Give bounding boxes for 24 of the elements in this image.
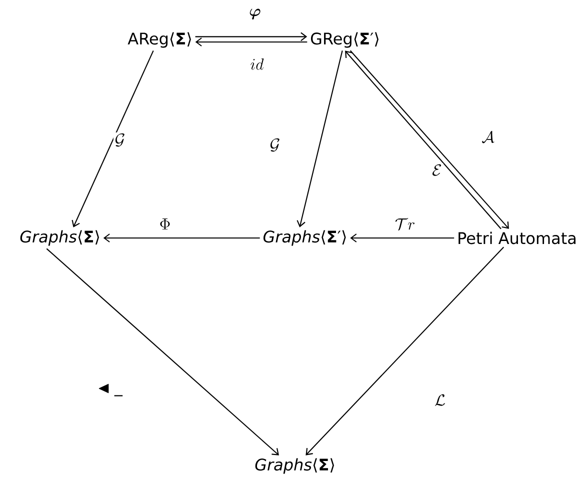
arrow bbox=[72, 50, 154, 228]
math-label: Graphs⟨Σ′⟩ bbox=[263, 230, 346, 246]
math-label: AReg⟨Σ⟩ bbox=[128, 32, 191, 48]
arrow bbox=[195, 32, 308, 42]
arrow bbox=[195, 38, 308, 46]
edge-label: $\mathcal{T}r$ bbox=[394, 217, 416, 231]
arrow bbox=[46, 248, 279, 456]
edge-label: $\mathcal{A}$ bbox=[480, 130, 496, 144]
math-label: Graphs⟨Σ⟩ bbox=[20, 230, 99, 246]
edge-label: $\mathcal{E}$ bbox=[430, 163, 444, 177]
edge-label: $\mathcal{L}$ bbox=[433, 393, 447, 407]
math-label: Petri Automata bbox=[458, 232, 576, 244]
edge-label: $\mathcal{G}$ bbox=[268, 137, 282, 153]
edge-label: $\mathcal{G}$ bbox=[113, 132, 127, 148]
edge-label: $\boldsymbol{\varphi}$ bbox=[248, 8, 262, 20]
edge-label: $id$ bbox=[248, 57, 266, 71]
edge-label: $\Phi$ bbox=[158, 217, 172, 231]
arrow bbox=[103, 234, 260, 242]
math-label: GReg⟨Σ′⟩ bbox=[310, 32, 378, 48]
arrow bbox=[306, 246, 504, 456]
math-label: Graphs⟨Σ⟩ bbox=[255, 458, 334, 474]
edge-label: $\blacktriangleleft\_$ bbox=[96, 382, 124, 398]
arrow bbox=[350, 234, 454, 242]
arrow bbox=[296, 50, 343, 228]
